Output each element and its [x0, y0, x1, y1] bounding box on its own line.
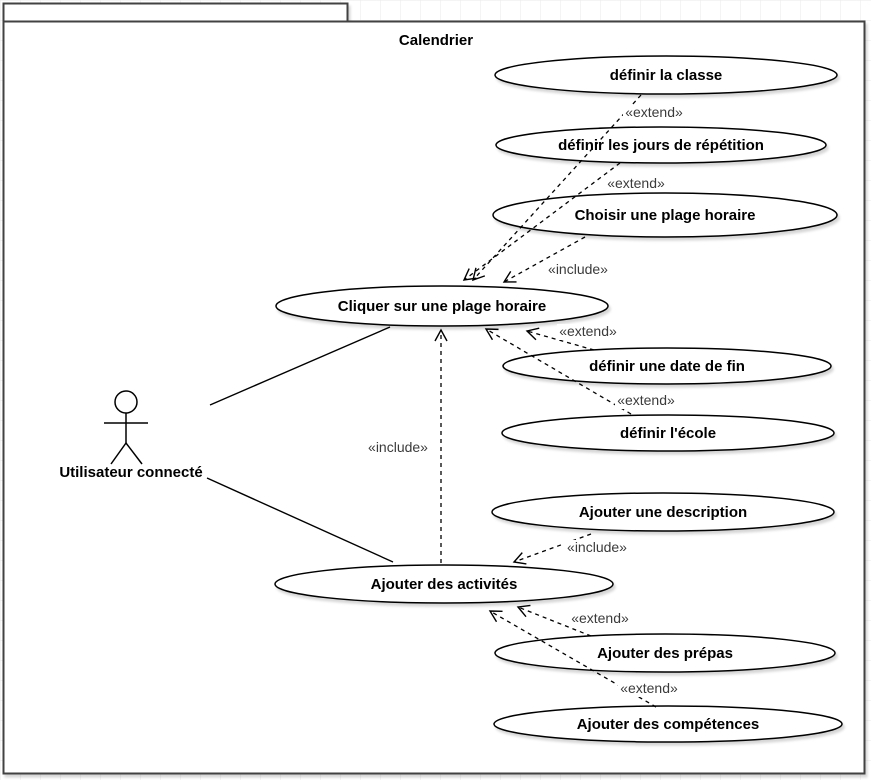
stereotype-text: «include»: [567, 539, 627, 555]
usecase-ellipse[interactable]: [492, 192, 838, 238]
label-bg: [569, 611, 631, 627]
usecase-ellipse[interactable]: [275, 285, 609, 327]
usecase-label: Ajouter une description: [579, 504, 747, 521]
actor-label: Utilisateur connecté: [59, 464, 202, 481]
actor-utilisateur-connecte[interactable]: Utilisateur connecté: [59, 390, 203, 481]
usecase-label: Cliquer sur une plage horaire: [338, 298, 546, 315]
usecase-choisir-une-plage-horaire[interactable]: Choisir une plage horaire: [492, 192, 838, 238]
stereotype-label[interactable]: «include»: [544, 261, 612, 278]
usecase-definir-une-date-de-fin[interactable]: définir une date de fin: [502, 347, 832, 385]
stereotype-label[interactable]: «extend»: [557, 323, 619, 340]
edge-include-ajouter-description[interactable]: [512, 533, 592, 565]
stereotype-label[interactable]: «extend»: [623, 104, 685, 121]
label-bg: [364, 440, 432, 456]
usecase-label: Choisir une plage horaire: [575, 207, 756, 224]
actor-head: [114, 390, 138, 414]
usecase-definir-les-jours-de-repetition[interactable]: définir les jours de répétition: [495, 126, 827, 164]
label-bg: [557, 324, 619, 340]
stereotype-text: «extend»: [571, 610, 629, 626]
label-bg: [605, 176, 667, 192]
usecase-ellipse[interactable]: [494, 55, 838, 95]
usecase-label: Ajouter des activités: [371, 576, 518, 593]
edge-extend-ajouter-prepas[interactable]: [516, 604, 592, 637]
label-bg: [544, 262, 612, 278]
actor-leg-left: [110, 442, 127, 465]
stereotype-text: «include»: [368, 439, 428, 455]
edge-stereotype-labels: «extend» «extend» «include» «extend» «ex…: [364, 104, 685, 697]
frame-tab[interactable]: [2, 2, 349, 23]
association-actor-ajouter-activites[interactable]: [206, 477, 394, 563]
edge-extend-definir-les-jours[interactable]: [462, 162, 621, 281]
usecase-ajouter-une-description[interactable]: Ajouter une description: [491, 492, 835, 532]
stereotype-label[interactable]: «extend»: [618, 680, 680, 697]
stereotype-label[interactable]: «include»: [563, 539, 631, 556]
usecase-ellipse[interactable]: [491, 492, 835, 532]
stereotype-label[interactable]: «extend»: [615, 392, 677, 409]
label-bg: [615, 393, 677, 409]
usecase-label: Ajouter des compétences: [577, 716, 760, 733]
usecase-definir-l-ecole[interactable]: définir l'école: [501, 414, 835, 452]
usecase-label: définir les jours de répétition: [558, 137, 764, 154]
usecase-ellipse[interactable]: [502, 347, 832, 385]
stereotype-label[interactable]: «extend»: [605, 175, 667, 192]
edge-extend-definir-la-classe[interactable]: [472, 94, 642, 282]
label-bg: [623, 105, 685, 121]
usecase-ellipse[interactable]: [493, 705, 843, 743]
usecase-ajouter-des-activites[interactable]: Ajouter des activités: [274, 564, 614, 604]
label-bg: [563, 540, 631, 556]
usecase-cliquer-sur-une-plage-horaire[interactable]: Cliquer sur une plage horaire: [275, 285, 609, 327]
stereotype-text: «extend»: [620, 680, 678, 696]
stereotype-text: «include»: [548, 261, 608, 277]
usecase-label: définir une date de fin: [589, 358, 745, 375]
usecase-label: définir la classe: [610, 67, 723, 84]
usecase-ellipse[interactable]: [501, 414, 835, 452]
usecase-ellipse[interactable]: [274, 564, 614, 604]
usecase-ajouter-des-competences[interactable]: Ajouter des compétences: [493, 705, 843, 743]
stereotype-label[interactable]: «include»: [364, 439, 432, 456]
usecase-definir-la-classe[interactable]: définir la classe: [494, 55, 838, 95]
label-bg: [618, 681, 680, 697]
usecase-ajouter-des-prepas[interactable]: Ajouter des prépas: [494, 633, 836, 673]
edge-extend-date-de-fin[interactable]: [525, 327, 595, 351]
stereotype-text: «extend»: [607, 175, 665, 191]
stereotype-text: «extend»: [559, 323, 617, 339]
actor-leg-right: [125, 442, 143, 465]
stereotype-text: «extend»: [625, 104, 683, 120]
stereotype-label[interactable]: «extend»: [569, 610, 631, 627]
association-actor-cliquer-plage-horaire[interactable]: [209, 326, 391, 406]
frame-title: Calendrier: [399, 32, 473, 49]
usecase-label: Ajouter des prépas: [597, 645, 733, 662]
usecase-ellipse[interactable]: [495, 126, 827, 164]
usecase-label: définir l'école: [620, 425, 716, 442]
stereotype-text: «extend»: [617, 392, 675, 408]
